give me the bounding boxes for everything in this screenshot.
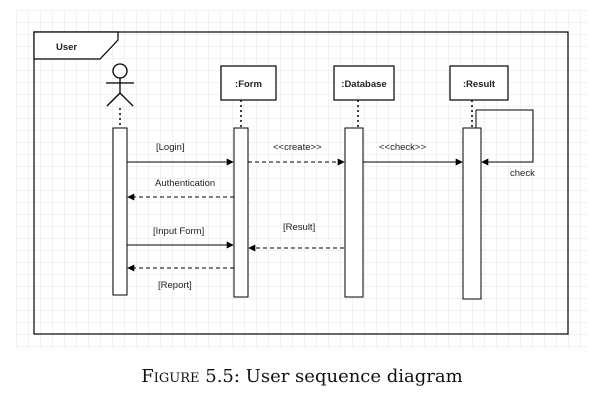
frame-label: User [56, 42, 77, 53]
activation-form [233, 127, 249, 298]
participant-result-box [449, 65, 509, 101]
participant-database-box [333, 65, 395, 101]
message-result-label: [Result] [283, 222, 315, 233]
activation-actor [112, 127, 128, 296]
actor-icon [106, 63, 134, 107]
grid-background [16, 10, 588, 348]
message-create-label: <<create>> [273, 142, 322, 153]
message-check-call-label: <<check>> [379, 142, 426, 153]
message-input-form-label: [Input Form] [153, 226, 204, 237]
figure-caption: Figure 5.5: User sequence diagram [0, 366, 604, 387]
message-login-label: [Login] [156, 142, 185, 153]
activation-database [344, 127, 364, 298]
participant-form-box [220, 65, 277, 101]
caption-text: User sequence diagram [245, 366, 463, 387]
message-authentication-label: Authentication [155, 178, 215, 189]
sequence-diagram: User :Form :Database :Result [Login] Aut… [16, 10, 588, 348]
frame-tab [33, 31, 119, 60]
message-check-self-label: check [510, 168, 535, 179]
caption-figure-number: Figure 5.5: [141, 366, 240, 387]
participant-database-label: :Database [341, 79, 386, 90]
participant-form-label: :Form [235, 79, 262, 90]
message-report-label: [Report] [158, 280, 192, 291]
activation-result [462, 127, 482, 300]
message-check-self-arrow [476, 109, 534, 166]
participant-result-label: :Result [463, 79, 496, 90]
frame-border [33, 31, 569, 335]
